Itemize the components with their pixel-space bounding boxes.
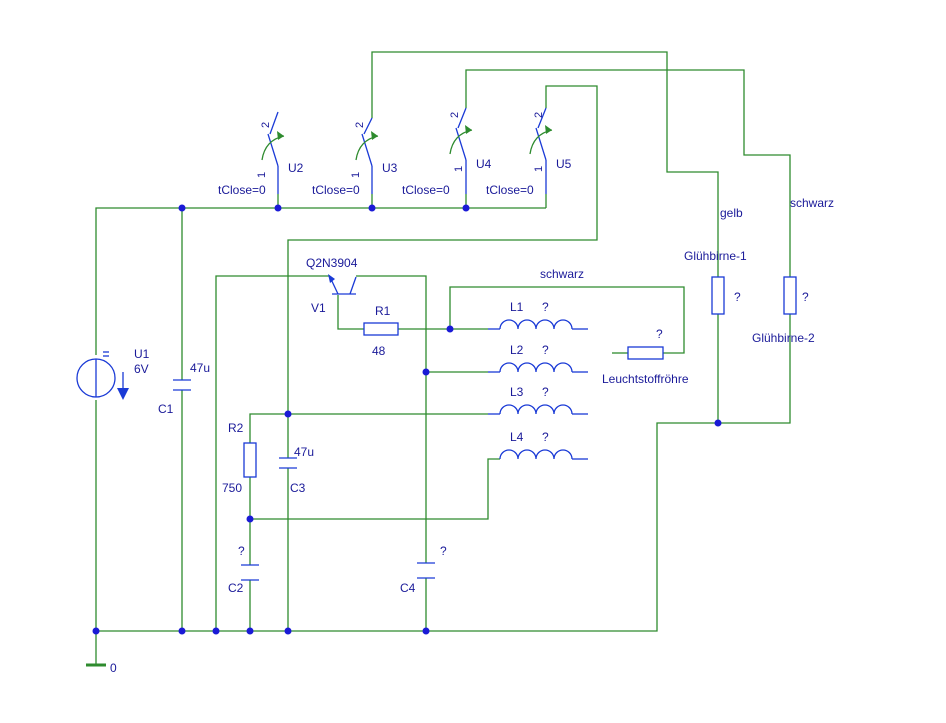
emitter-arrow-icon (328, 274, 335, 283)
l2-label: L2 (510, 343, 524, 357)
resistor-r2: R2 750 (222, 421, 257, 495)
c1-label: C1 (158, 402, 174, 416)
junction-dot (462, 204, 470, 212)
junction-dot (246, 627, 254, 635)
u5-pin1: 1 (533, 166, 545, 172)
c2-value: ? (238, 544, 245, 558)
c4-value: ? (440, 544, 447, 558)
capacitor-c4: ? C4 (400, 544, 447, 595)
lamp2-wire-label: schwarz (790, 196, 834, 210)
transistor-v1: Q2N3904 V1 (306, 256, 358, 315)
junction-dot (422, 368, 430, 376)
lamp1-wire-label: gelb (720, 206, 743, 220)
junction-dot (178, 204, 186, 212)
l2-value: ? (542, 343, 549, 357)
junction-dot (284, 627, 292, 635)
u5-param: tClose=0 (486, 183, 534, 197)
resistor-r1: R1 48 (363, 304, 399, 358)
switch-u3: 1 2 U3 tClose=0 (312, 117, 398, 197)
l4-label: L4 (510, 430, 524, 444)
voltage-source-u1: U1 6V (76, 347, 150, 400)
r2-label: R2 (228, 421, 244, 435)
r2-value: 750 (222, 481, 242, 495)
switch-u2: 1 2 U2 tClose=0 (218, 111, 304, 197)
u3-pin1: 1 (350, 172, 362, 178)
lamp1-label: Glühbirne-1 (684, 249, 747, 263)
u1-label: U1 (134, 347, 150, 361)
lamp2-value: ? (802, 290, 809, 304)
u2-pin2: 2 (260, 122, 272, 128)
inductor-l1: L1 ? (488, 300, 588, 330)
l3-value: ? (542, 385, 549, 399)
l1-value: ? (542, 300, 549, 314)
u2-pin1: 1 (256, 172, 268, 178)
u4-param: tClose=0 (402, 183, 450, 197)
resistor-tube: schwarz ? Leuchtstoffröhre (540, 267, 689, 386)
c3-value: 47u (294, 445, 314, 459)
r1-value: 48 (372, 344, 386, 358)
l1-label: L1 (510, 300, 524, 314)
tube-label: Leuchtstoffröhre (602, 372, 689, 386)
l4-value: ? (542, 430, 549, 444)
u2-label: U2 (288, 161, 304, 175)
inductor-l2: L2 ? (488, 343, 588, 373)
u5-pin2: 2 (533, 112, 545, 118)
lamp-gluehbirne-2: schwarz Glühbirne-2 ? (752, 196, 834, 345)
lamp1-value: ? (734, 290, 741, 304)
c3-label: C3 (290, 481, 306, 495)
tube-value: ? (656, 327, 663, 341)
junction-dot (422, 627, 430, 635)
arrow-down-icon (117, 388, 129, 400)
u5-label: U5 (556, 157, 572, 171)
u3-pin2: 2 (354, 122, 366, 128)
junction-dot (92, 627, 100, 635)
junction-dot (284, 410, 292, 418)
v1-label: V1 (311, 301, 326, 315)
u1-value: 6V (134, 362, 149, 376)
capacitor-c3: 47u C3 (279, 445, 314, 495)
wires (95, 51, 791, 665)
junction-dot (274, 204, 282, 212)
switch-u4: 1 2 U4 tClose=0 (402, 107, 492, 197)
u3-param: tClose=0 (312, 183, 360, 197)
switch-u5: 1 2 U5 tClose=0 (486, 107, 572, 197)
r1-label: R1 (375, 304, 391, 318)
c1-value: 47u (190, 361, 210, 375)
junction-dot (446, 325, 454, 333)
ground-symbol: 0 (86, 661, 117, 675)
lamp2-label: Glühbirne-2 (752, 331, 815, 345)
junction-dot (714, 419, 722, 427)
lamp-gluehbirne-1: gelb Glühbirne-1 ? (684, 206, 747, 315)
junction-dot (246, 515, 254, 523)
u3-label: U3 (382, 161, 398, 175)
u4-pin2: 2 (449, 112, 461, 118)
c2-label: C2 (228, 581, 244, 595)
junction-dot (178, 627, 186, 635)
junctions (92, 204, 722, 635)
u4-label: U4 (476, 157, 492, 171)
u2-param: tClose=0 (218, 183, 266, 197)
capacitor-c1: 47u C1 (158, 361, 210, 416)
junction-dot (212, 627, 220, 635)
inductor-l3: L3 ? (488, 385, 588, 415)
l3-label: L3 (510, 385, 524, 399)
tube-wire-label: schwarz (540, 267, 584, 281)
inductor-l4: L4 ? (499, 430, 588, 460)
capacitor-c2: ? C2 (228, 544, 259, 595)
junction-dot (368, 204, 376, 212)
v1-model: Q2N3904 (306, 256, 358, 270)
c4-label: C4 (400, 581, 416, 595)
u4-pin1: 1 (453, 166, 465, 172)
ground-label: 0 (110, 661, 117, 675)
